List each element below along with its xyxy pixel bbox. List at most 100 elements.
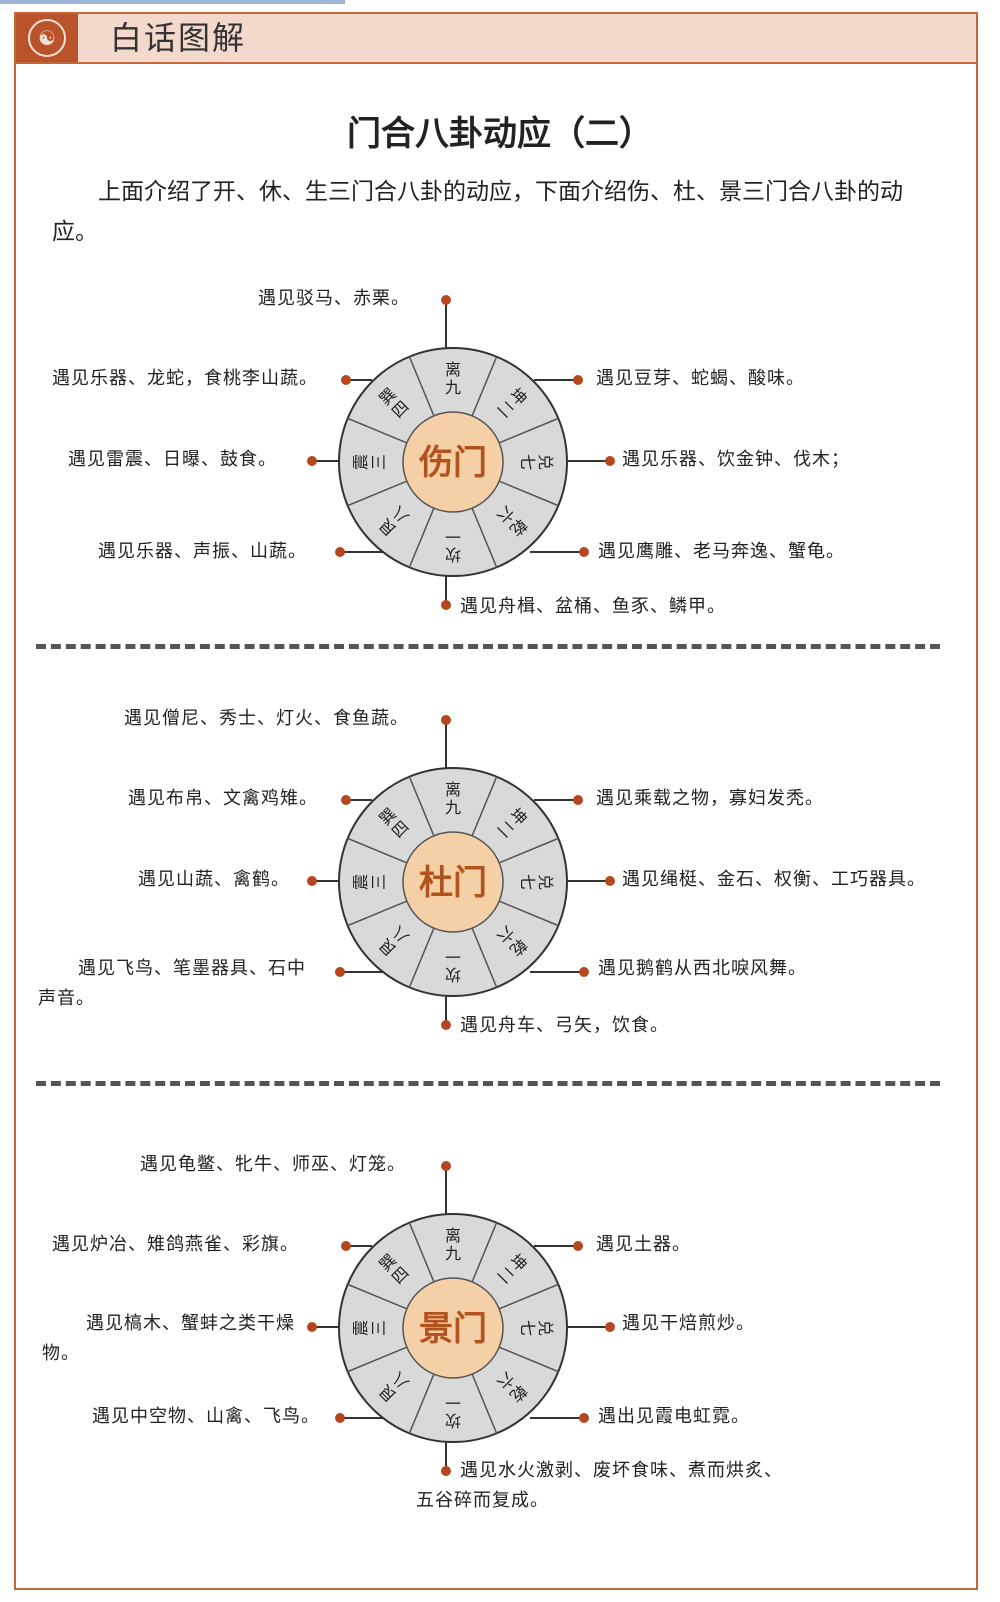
top-accent-line bbox=[0, 0, 345, 4]
sector-divider bbox=[408, 1373, 435, 1434]
door-center bbox=[402, 831, 504, 933]
svg-text:离: 离 bbox=[445, 360, 461, 379]
connector-dot bbox=[605, 876, 615, 886]
trigram-label: 震三 bbox=[351, 874, 388, 890]
label-upper-left: 遇见乐器、龙蛇，食桃李山蔬。 bbox=[52, 368, 318, 389]
bagua-wheel: 伤门离九坤二兑七乾六坎一艮八震三巽四 bbox=[307, 295, 615, 610]
svg-text:七: 七 bbox=[518, 874, 537, 890]
trigram-label: 坎一 bbox=[445, 947, 461, 984]
trigram-label: 兑七 bbox=[518, 454, 555, 470]
svg-text:震: 震 bbox=[351, 454, 370, 470]
sector-divider bbox=[347, 837, 408, 864]
label-lower-left: 遇见乐器、声振、山蔬。 bbox=[98, 541, 307, 562]
label-upper-right: 遇见豆芽、蛇蝎、酸味。 bbox=[596, 368, 805, 389]
connector-dot bbox=[307, 876, 317, 886]
trigram-label: 兑七 bbox=[518, 874, 555, 890]
connector-dot bbox=[579, 547, 589, 557]
section-du-men: 杜门离九坤二兑七乾六坎一艮八震三巽四 遇见僧尼、秀士、灯火、食鱼蔬。 遇见布帛、… bbox=[0, 700, 1000, 1045]
trigram-label: 震三 bbox=[351, 1320, 388, 1336]
door-name: 伤门 bbox=[418, 443, 487, 483]
sector-divider bbox=[498, 417, 559, 444]
connector-dot bbox=[441, 715, 451, 725]
sector-divider bbox=[408, 507, 435, 568]
connector-dot bbox=[573, 1241, 583, 1251]
connector-dot bbox=[441, 295, 451, 305]
label-right: 遇见干焙煎炒。 bbox=[622, 1313, 755, 1334]
label-right: 遇见乐器、饮金钟、伐木； bbox=[622, 449, 850, 470]
svg-text:兑: 兑 bbox=[536, 454, 555, 470]
label-top: 遇见龟鳖、牝牛、师巫、灯笼。 bbox=[140, 1154, 406, 1175]
intro-paragraph: 上面介绍了开、休、生三门合八卦的动应，下面介绍伤、杜、景三门合八卦的动应。 bbox=[52, 179, 903, 245]
svg-text:一: 一 bbox=[445, 947, 461, 966]
label-left: 遇见雷震、日曝、鼓食。 bbox=[68, 449, 277, 470]
connector-dot bbox=[341, 1241, 351, 1251]
label-right: 遇见绳梃、金石、权衡、工巧器具。 bbox=[622, 869, 926, 890]
sector-divider bbox=[498, 480, 559, 507]
label-lower-left: 遇见飞鸟、笔墨器具、石中声音。 bbox=[38, 958, 306, 1009]
connector-dot bbox=[341, 795, 351, 805]
svg-text:兑: 兑 bbox=[536, 1320, 555, 1336]
svg-text:九: 九 bbox=[445, 1244, 461, 1263]
sector-divider bbox=[498, 1283, 559, 1310]
sector-divider bbox=[347, 900, 408, 927]
sector-divider bbox=[347, 417, 408, 444]
page-title: 门合八卦动应（二） bbox=[347, 114, 653, 154]
sector-divider bbox=[408, 927, 435, 988]
label-upper-left: 遇见布帛、文禽鸡雉。 bbox=[128, 788, 318, 809]
bagua-wheel: 景门离九坤二兑七乾六坎一艮八震三巽四 bbox=[307, 1161, 615, 1476]
sector-divider bbox=[471, 776, 498, 837]
svg-text:震: 震 bbox=[351, 874, 370, 890]
door-center bbox=[402, 411, 504, 513]
trigram-label: 坎一 bbox=[445, 527, 461, 564]
svg-text:离: 离 bbox=[445, 780, 461, 799]
svg-text:震: 震 bbox=[351, 1320, 370, 1336]
svg-text:三: 三 bbox=[369, 1320, 388, 1336]
banner-title: 白话图解 bbox=[110, 19, 247, 57]
label-left: 遇见槁木、蟹蚌之类干燥物。 bbox=[42, 1313, 295, 1364]
svg-text:坎: 坎 bbox=[445, 545, 461, 564]
sector-divider bbox=[408, 356, 435, 417]
trigram-label: 兑七 bbox=[518, 1320, 555, 1336]
svg-text:兑: 兑 bbox=[536, 874, 555, 890]
label-upper-right: 遇见土器。 bbox=[596, 1234, 691, 1255]
sector-divider bbox=[471, 1373, 498, 1434]
connector-dot bbox=[579, 1413, 589, 1423]
sector-divider bbox=[498, 1346, 559, 1373]
connector-dot bbox=[341, 375, 351, 385]
label-bottom: 遇见舟车、弓矢，饮食。 bbox=[460, 1015, 669, 1036]
label-lower-right: 遇见鹅鹤从西北唳风舞。 bbox=[598, 958, 807, 979]
door-center bbox=[402, 1277, 504, 1379]
connector-dot bbox=[573, 795, 583, 805]
label-lower-right: 遇出见霞电虹霓。 bbox=[598, 1406, 750, 1427]
trigram-label: 坎一 bbox=[445, 1393, 461, 1430]
sector-divider bbox=[471, 927, 498, 988]
sector-divider bbox=[347, 1283, 408, 1310]
svg-text:九: 九 bbox=[445, 378, 461, 397]
label-upper-right: 遇见乘载之物，寡妇发秃。 bbox=[596, 788, 824, 809]
connector-dot bbox=[441, 1161, 451, 1171]
sector-divider bbox=[347, 480, 408, 507]
section-divider bbox=[36, 1081, 940, 1086]
section-shang-men: 伤门离九坤二兑七乾六坎一艮八震三巽四 遇见驳马、赤栗。 遇见乐器、龙蛇，食桃李山… bbox=[0, 280, 1000, 620]
svg-text:三: 三 bbox=[369, 874, 388, 890]
svg-text:七: 七 bbox=[518, 454, 537, 470]
svg-text:九: 九 bbox=[445, 798, 461, 817]
sector-divider bbox=[471, 1222, 498, 1283]
label-top: 遇见驳马、赤栗。 bbox=[258, 288, 410, 309]
svg-text:坎: 坎 bbox=[445, 965, 461, 984]
connector-dot bbox=[441, 1466, 451, 1476]
label-bottom: 遇见舟楫、盆桶、鱼豕、鳞甲。 bbox=[460, 596, 726, 617]
connector-dot bbox=[307, 1322, 317, 1332]
trigram-label: 震三 bbox=[351, 454, 388, 470]
label-top: 遇见僧尼、秀士、灯火、食鱼蔬。 bbox=[124, 708, 409, 729]
label-lower-right: 遇见鹰雕、老马奔逸、蟹龟。 bbox=[598, 541, 845, 562]
logo: ☯ bbox=[16, 14, 78, 62]
sector-divider bbox=[498, 900, 559, 927]
sector-divider bbox=[347, 1346, 408, 1373]
connector-dot bbox=[605, 456, 615, 466]
sector-divider bbox=[471, 507, 498, 568]
door-name: 杜门 bbox=[419, 863, 487, 903]
svg-text:七: 七 bbox=[518, 1320, 537, 1336]
label-upper-left: 遇见炉冶、雉鸽燕雀、彩旗。 bbox=[52, 1234, 299, 1255]
header-banner bbox=[14, 12, 978, 64]
